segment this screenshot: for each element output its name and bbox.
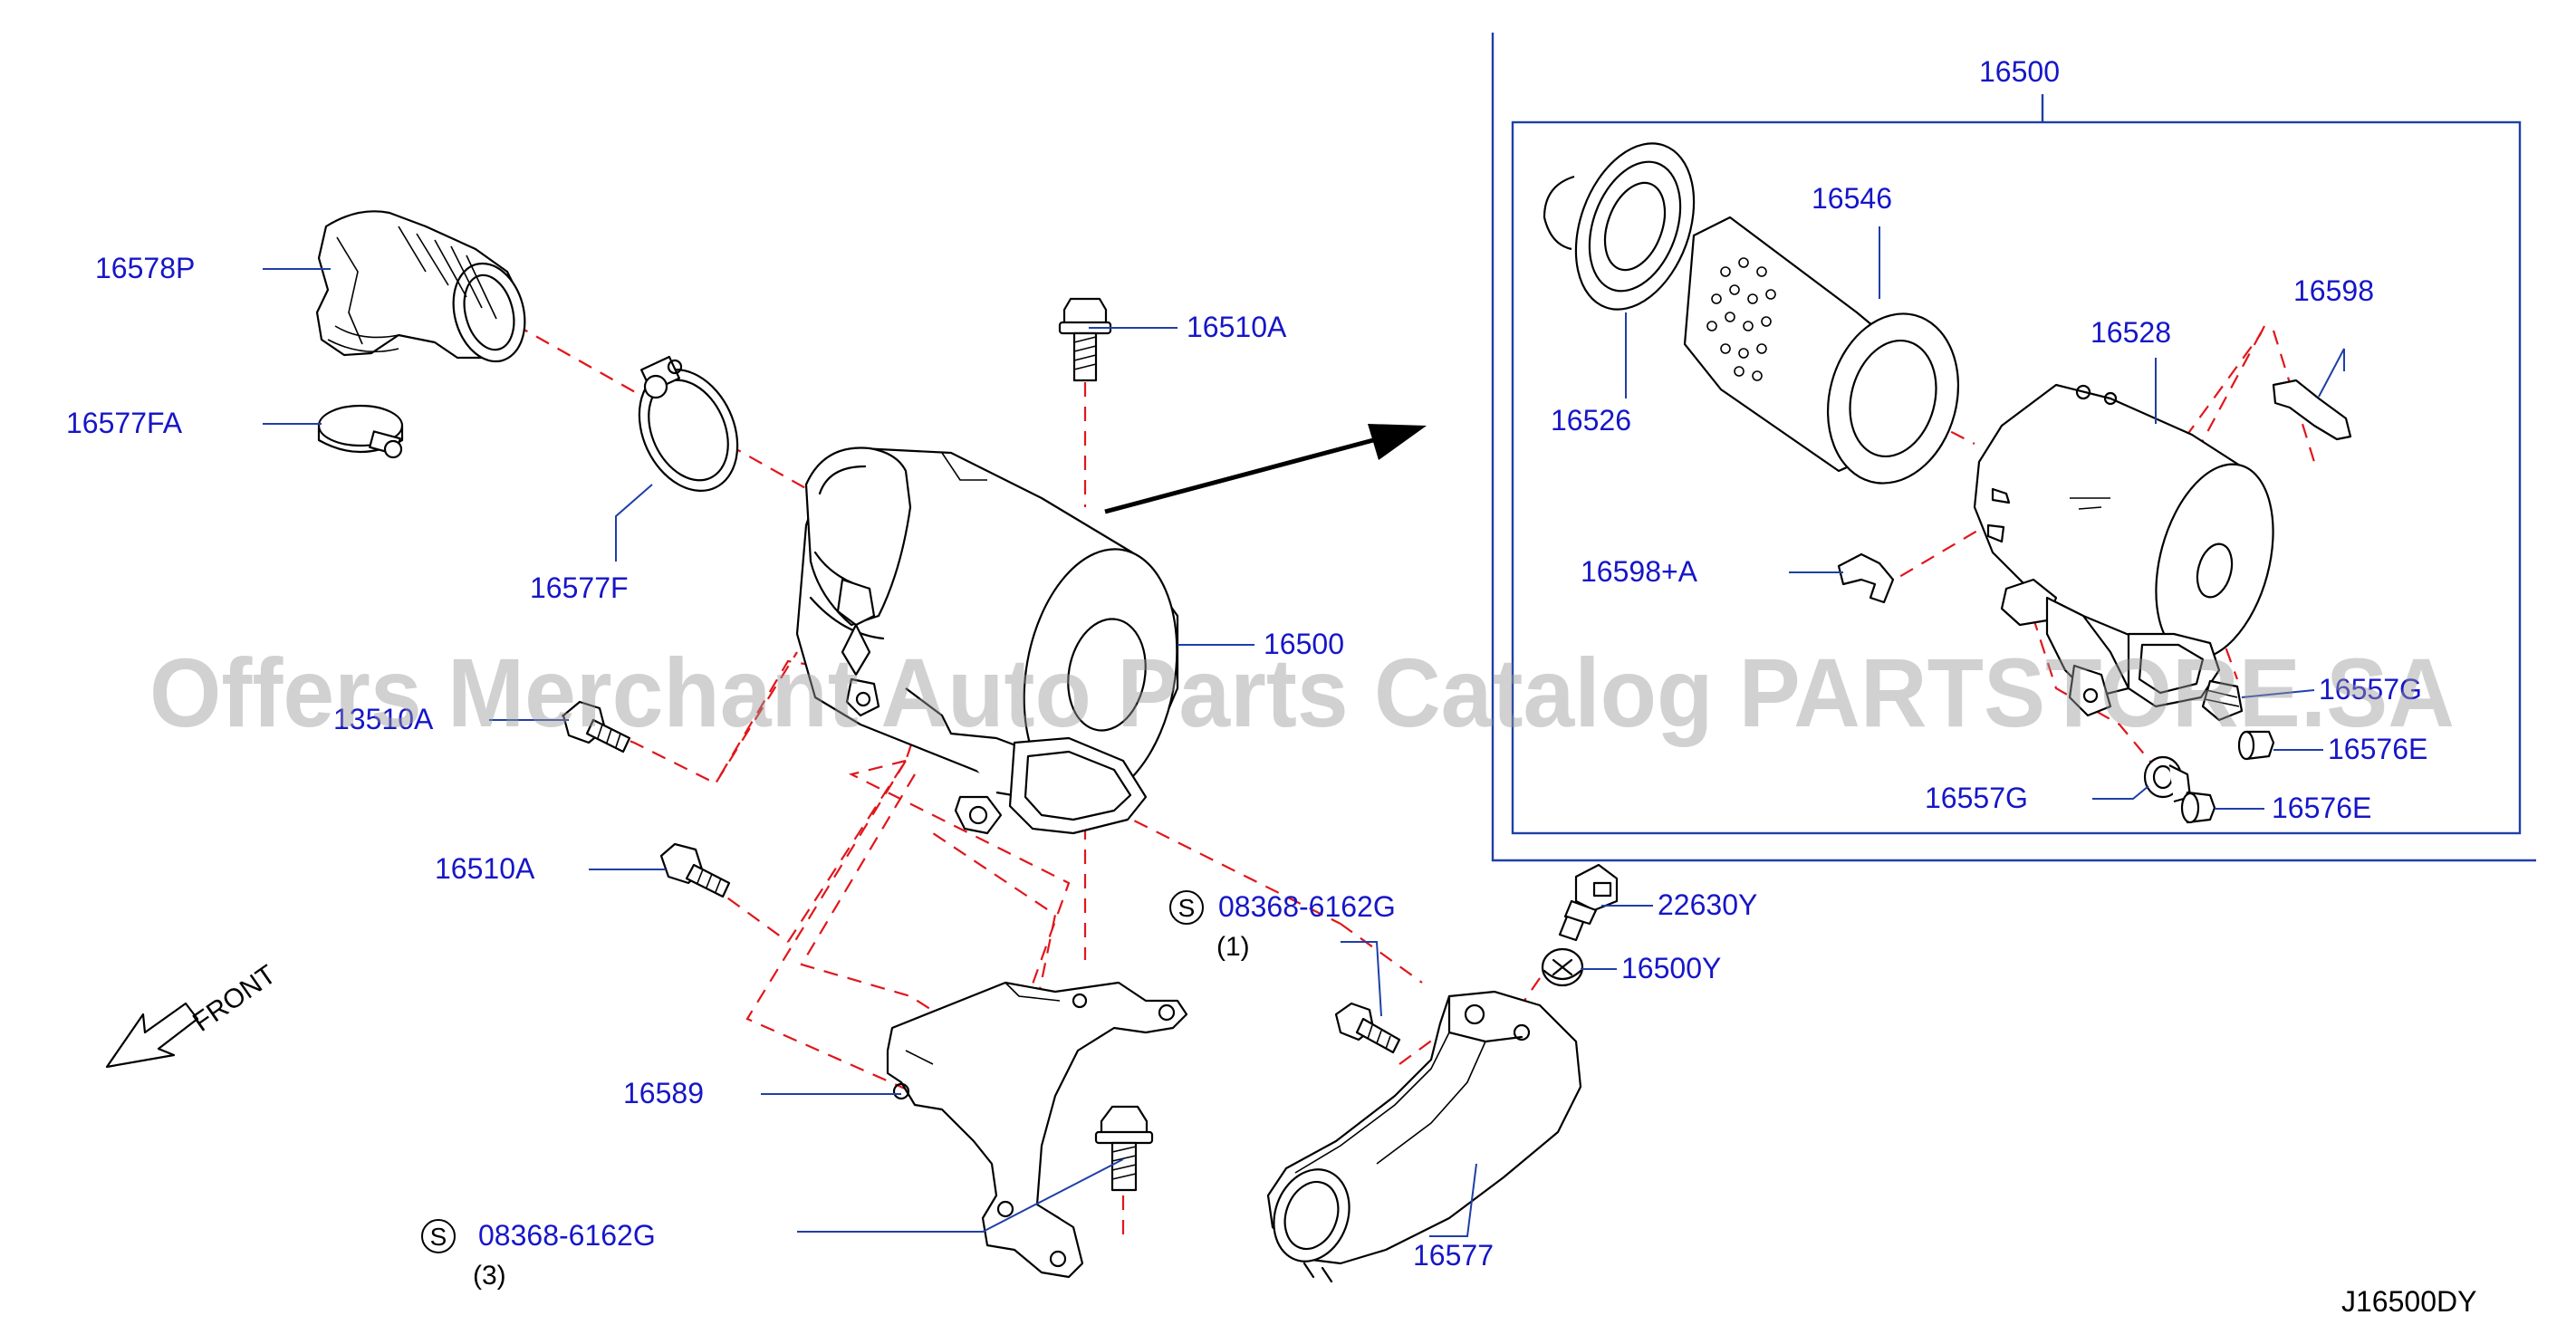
- callout-16528[interactable]: 16528: [2091, 316, 2171, 349]
- callout-16557G-upper[interactable]: 16557G: [2319, 673, 2422, 706]
- callout-16576E-upper[interactable]: 16576E: [2328, 733, 2427, 765]
- clip-16598A: [1837, 552, 1895, 604]
- inset-frame: [1491, 33, 2536, 862]
- hose-clamp-16577F: [638, 355, 739, 492]
- bolt-16510A-left: [659, 842, 731, 898]
- callout-16577FA[interactable]: 16577FA: [66, 407, 183, 439]
- front-direction-arrow: [105, 1002, 199, 1069]
- callout-16510A-top[interactable]: 16510A: [1187, 311, 1287, 343]
- air-duct-16577: [1266, 990, 1582, 1283]
- callout-13510A[interactable]: 13510A: [333, 703, 434, 735]
- diagram-code: J16500DY: [2341, 1285, 2476, 1318]
- callout-16598[interactable]: 16598: [2293, 274, 2374, 307]
- air-duct-elbow-16578P: [315, 210, 526, 363]
- sensor-22630Y: [1558, 863, 1619, 942]
- front-label: FRONT: [187, 959, 282, 1037]
- bolt-16576E-upper: [2237, 730, 2275, 761]
- callout-16500-main[interactable]: 16500: [1264, 628, 1344, 660]
- s-mark-text: S: [430, 1223, 447, 1251]
- callout-16557G[interactable]: 16557G: [1925, 782, 2028, 814]
- bolt-13510A: [562, 700, 631, 754]
- callout-16500Y[interactable]: 16500Y: [1621, 952, 1721, 984]
- air-cleaner-assembly-16500: [795, 446, 1179, 835]
- bracket-16589: [886, 981, 1188, 1279]
- callout-08368-6162G-1[interactable]: 08368-6162G: [1218, 890, 1396, 923]
- callout-labels: 16578P 16577FA 16577F 16510A 16500 13510…: [66, 55, 2427, 1291]
- hose-clamp-16577FA: [317, 404, 404, 459]
- callout-16577F[interactable]: 16577F: [530, 571, 629, 604]
- callout-16510A-left[interactable]: 16510A: [435, 852, 535, 885]
- callout-22630Y[interactable]: 22630Y: [1658, 888, 1757, 921]
- grommet-16557-upper: [2201, 679, 2244, 722]
- quantity-3: (3): [473, 1261, 506, 1291]
- bolt-08368-6162G-duct: [1334, 1002, 1401, 1054]
- standard-part-mark-3: S: [421, 1219, 456, 1253]
- air-cleaner-cover-16526: [1543, 142, 1696, 311]
- callout-08368-6162G-3[interactable]: 08368-6162G: [478, 1219, 656, 1252]
- clip-16598: [2272, 379, 2352, 441]
- bolt-16576E-lower: [2180, 791, 2216, 824]
- callout-16577[interactable]: 16577: [1413, 1239, 1494, 1272]
- s-mark-text: S: [1178, 894, 1196, 922]
- bolt-08368-6162G-bracket: [1094, 1105, 1154, 1192]
- bolt-16510A-top: [1058, 297, 1112, 382]
- callout-16500-inset[interactable]: 16500: [1979, 55, 2060, 88]
- leader-lines: [263, 226, 2345, 1237]
- callout-16598A[interactable]: 16598+A: [1581, 555, 1698, 588]
- callout-16589[interactable]: 16589: [623, 1077, 704, 1109]
- grommet-16500Y: [1541, 947, 1584, 987]
- quantity-1: (1): [1216, 932, 1250, 962]
- callout-16576E-lower[interactable]: 16576E: [2272, 792, 2371, 824]
- detail-arrow: [1104, 424, 1427, 514]
- filter-element-16546: [1683, 216, 1960, 485]
- callout-16526[interactable]: 16526: [1551, 404, 1631, 437]
- callout-16546[interactable]: 16546: [1812, 182, 1892, 215]
- grommet-16557G: [2143, 755, 2192, 803]
- air-cleaner-case-16528: [1973, 383, 2274, 717]
- filter-holes: [1706, 257, 1776, 381]
- standard-part-mark-1: S: [1169, 890, 1204, 925]
- callout-16578P[interactable]: 16578P: [95, 252, 195, 284]
- watermark-text: Offers Merchant Auto Parts Catalog PARTS…: [149, 638, 2455, 747]
